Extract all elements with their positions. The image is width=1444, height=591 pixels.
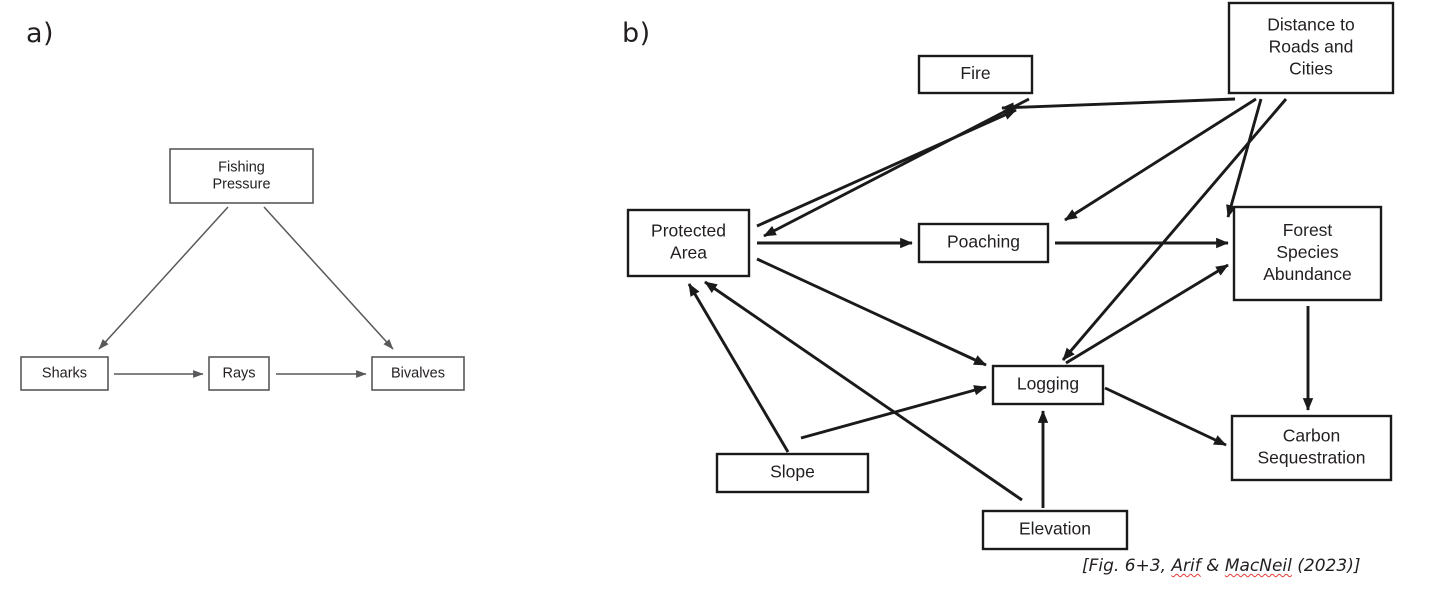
node-box-fishing-pressure	[169, 148, 314, 204]
edge-fishing-to-sharks	[98, 206, 229, 350]
node-poaching[interactable]: Poaching	[917, 222, 1050, 264]
node-label-fire: Fire	[960, 63, 990, 83]
node-label-distance: Distance to	[1267, 15, 1355, 35]
node-box-poaching	[917, 222, 1050, 264]
panel-b-label: b)	[622, 18, 651, 49]
node-label-slope: Slope	[770, 462, 815, 482]
node-box-elevation	[981, 509, 1129, 551]
node-box-bivalves	[371, 356, 465, 391]
edge-slope-to-logging	[800, 385, 987, 440]
edge-logging-to-forest	[1065, 263, 1229, 365]
edge-fire-to-protected	[763, 97, 1030, 238]
node-elevation[interactable]: Elevation	[981, 509, 1129, 551]
figure-caption: [Fig. 6+3, Arif & MacNeil (2023)]	[1082, 556, 1360, 576]
node-box-distance	[1227, 1, 1395, 95]
node-box-rays	[208, 356, 270, 391]
node-box-sharks	[20, 356, 109, 391]
node-label-distance: Cities	[1289, 59, 1333, 79]
node-label-fishing-pressure: Fishing	[218, 159, 265, 175]
node-label-carbon: Sequestration	[1258, 448, 1366, 468]
node-box-logging	[991, 364, 1105, 406]
caption-author-arif: Arif	[1171, 556, 1201, 576]
edge-distance-to-fire	[1001, 97, 1236, 113]
panel-b-edges	[687, 97, 1314, 508]
node-label-sharks: Sharks	[42, 365, 87, 381]
node-rays[interactable]: Rays	[208, 356, 270, 391]
node-label-forest-species: Abundance	[1263, 264, 1352, 284]
node-bivalves[interactable]: Bivalves	[371, 356, 465, 391]
node-fire[interactable]: Fire	[917, 54, 1034, 95]
caption-prefix: [Fig. 6+3,	[1082, 556, 1172, 576]
panel-a-label: a)	[26, 18, 55, 49]
caption-suffix: (2023)]	[1291, 556, 1361, 576]
edge-distance-to-forest	[1226, 98, 1263, 218]
node-box-fire	[917, 54, 1034, 95]
node-box-carbon	[1230, 414, 1393, 482]
node-box-protected-area	[626, 208, 751, 278]
node-sharks[interactable]: Sharks	[20, 356, 109, 391]
panel-a-edges	[98, 206, 394, 378]
node-label-forest-species: Species	[1276, 242, 1339, 262]
node-box-forest-species	[1232, 205, 1383, 302]
node-label-distance: Roads and	[1269, 37, 1354, 57]
node-label-fishing-pressure: Pressure	[212, 176, 270, 192]
node-label-elevation: Elevation	[1019, 519, 1091, 539]
caption-conjunction: &	[1200, 556, 1225, 576]
edge-elevation-to-protected	[704, 280, 1023, 502]
edge-protected-to-logging	[756, 257, 987, 367]
edge-distance-to-poaching	[1064, 97, 1257, 222]
node-label-protected-area: Area	[670, 243, 707, 263]
node-slope[interactable]: Slope	[715, 452, 870, 494]
edge-logging-to-carbon	[1104, 386, 1227, 447]
node-label-protected-area: Protected	[651, 221, 726, 241]
node-label-bivalves: Bivalves	[391, 365, 445, 381]
edge-slope-to-protected	[687, 283, 790, 453]
node-label-logging: Logging	[1017, 374, 1079, 394]
node-label-poaching: Poaching	[947, 232, 1020, 252]
edge-fishing-to-bivalves	[263, 206, 394, 350]
node-logging[interactable]: Logging	[991, 364, 1105, 406]
node-box-slope	[715, 452, 870, 494]
node-label-carbon: Carbon	[1283, 426, 1340, 446]
node-label-forest-species: Forest	[1283, 220, 1333, 240]
node-label-rays: Rays	[222, 365, 255, 381]
caption-author-macneil: MacNeil	[1224, 556, 1292, 576]
